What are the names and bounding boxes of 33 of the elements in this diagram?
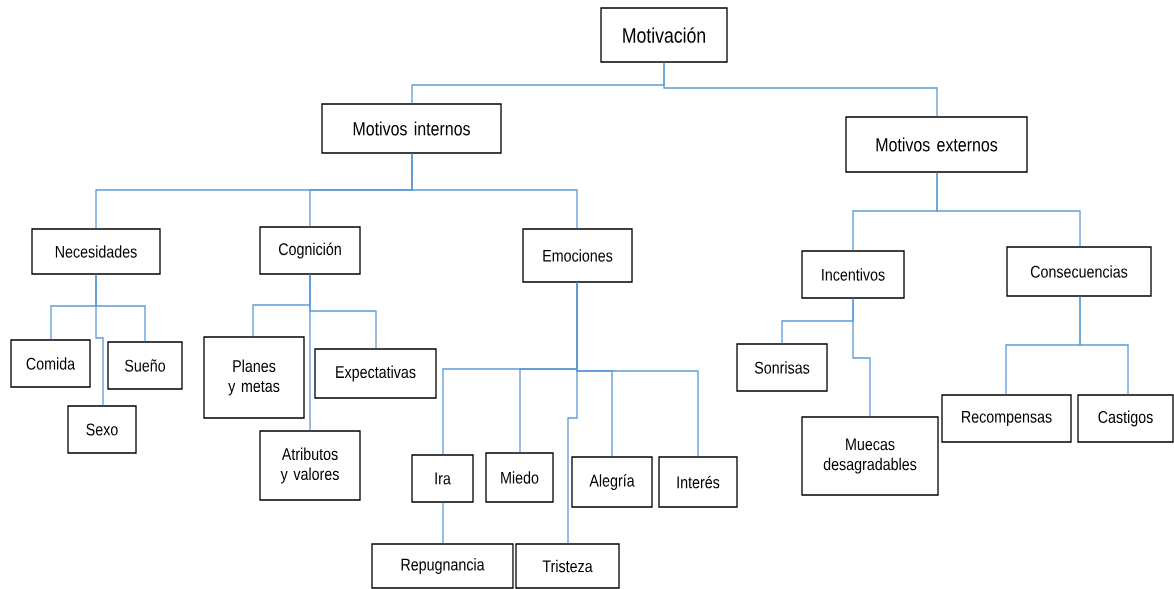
concept-box: Sueño (107, 341, 183, 390)
concept-box: Motivos externos (845, 116, 1028, 173)
concept-box: Emociones (522, 228, 633, 283)
concept-box: Expectativas (314, 348, 437, 399)
concept-box: Sonrisas (736, 343, 828, 392)
concept-box: Comida (10, 339, 91, 388)
concept-box: Necesidades (31, 228, 161, 275)
connector-line (852, 298, 871, 417)
concept-box: Muecas desagradables (801, 416, 939, 496)
concept-box: Consecuencias (1006, 246, 1152, 297)
connector-line (567, 282, 578, 544)
connector-line (1079, 296, 1129, 395)
connector-line (936, 172, 1081, 247)
connector-line (663, 62, 938, 117)
concept-box: Motivos internos (321, 103, 502, 154)
concept-box: Repugnancia (371, 543, 514, 589)
concept-box: Alegría (571, 456, 653, 508)
concept-box: Miedo (485, 452, 554, 503)
concept-box: Planes y metas (203, 336, 305, 419)
concept-box: Interés (658, 456, 738, 508)
connector-line (309, 274, 311, 431)
concept-box: Ira (411, 454, 474, 503)
connector-line (442, 502, 444, 544)
concept-box: Atributos y valores (259, 430, 361, 501)
concept-box: Incentivos (801, 250, 905, 299)
connector-line (411, 153, 578, 229)
concept-box: Cognición (259, 226, 361, 275)
concept-box: Sexo (67, 405, 137, 454)
concept-box: Castigos (1077, 394, 1174, 443)
concept-box: Recompensas (941, 394, 1072, 443)
concept-box: Tristeza (515, 543, 620, 589)
connector-line (95, 274, 104, 406)
concept-box: Motivación (600, 7, 728, 63)
